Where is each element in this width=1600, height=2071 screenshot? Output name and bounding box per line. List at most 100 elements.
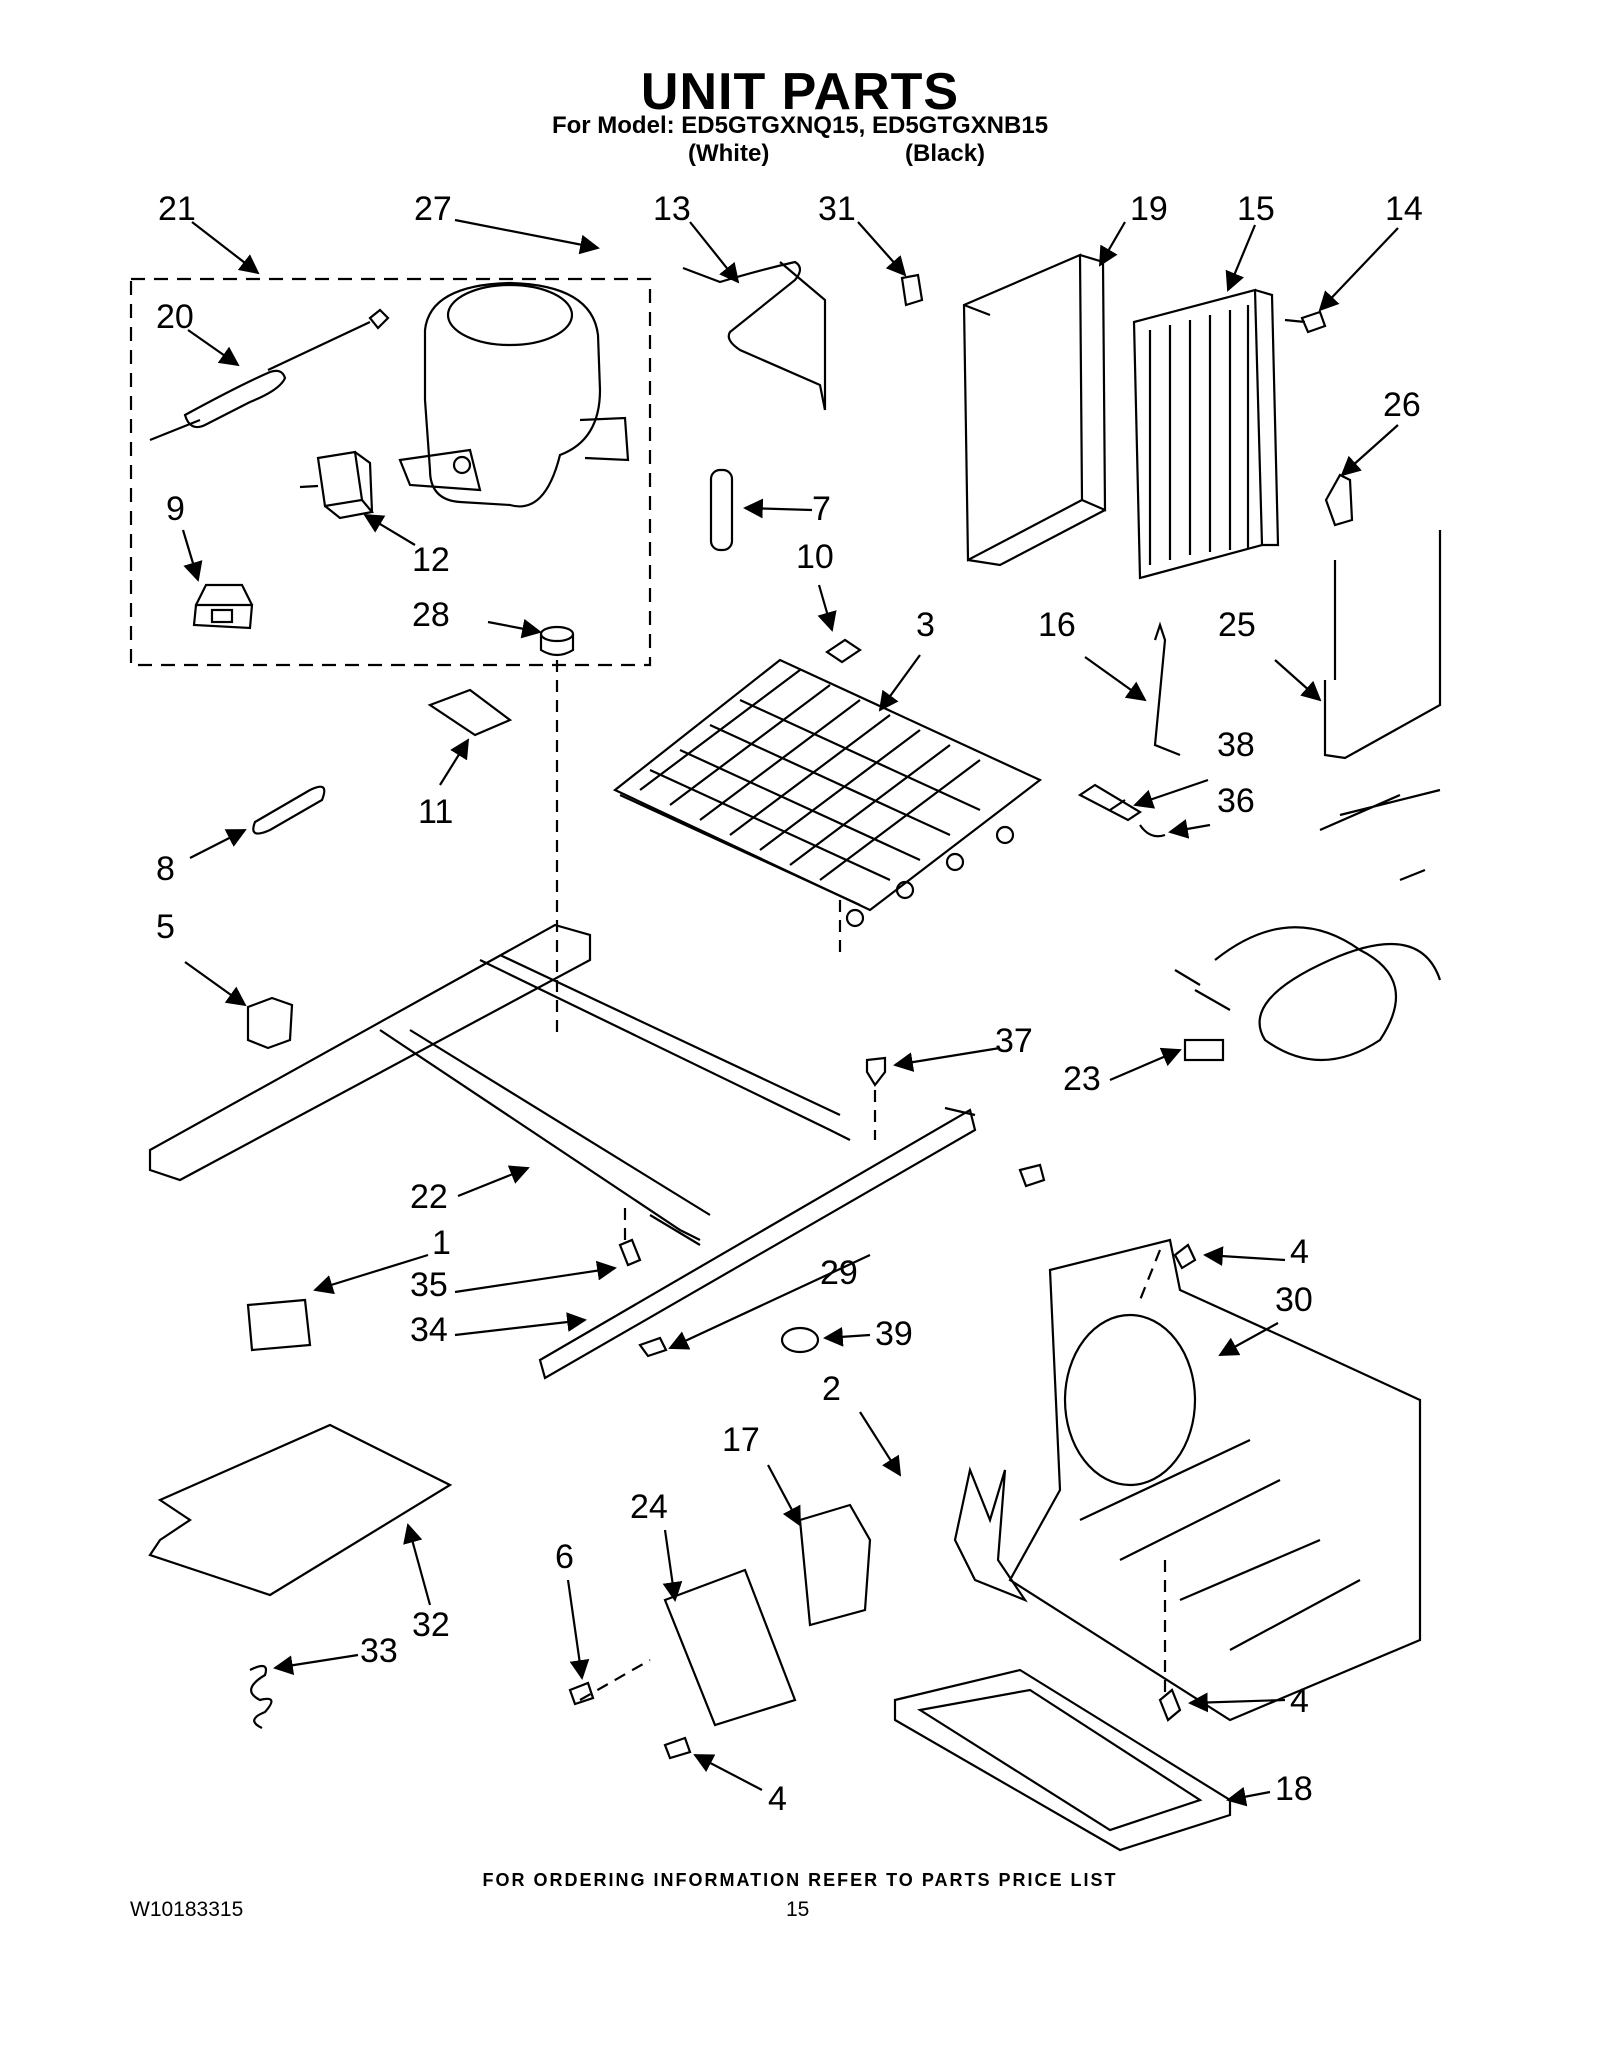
callout-12: 12	[412, 541, 450, 579]
leader-24	[662, 1529, 683, 1602]
screw-4-mid	[1158, 1688, 1182, 1722]
callout-4-mid: 4	[1290, 1682, 1309, 1720]
page-number: 15	[786, 1898, 810, 1921]
leader-4b	[1188, 1692, 1286, 1713]
leader-34	[454, 1312, 587, 1337]
callout-18: 18	[1275, 1770, 1313, 1808]
callout-16: 16	[1038, 606, 1076, 644]
leader-10	[817, 584, 837, 632]
leader-39	[823, 1326, 871, 1347]
tube-25	[1323, 530, 1442, 760]
callout-8: 8	[156, 850, 175, 888]
callout-28: 28	[412, 596, 450, 634]
callout-22: 22	[410, 1178, 448, 1216]
variant-black: (Black)	[905, 140, 986, 167]
leader-33	[273, 1653, 359, 1676]
callout-17: 17	[722, 1421, 760, 1459]
callout-30: 30	[1275, 1281, 1313, 1319]
callout-3: 3	[916, 606, 935, 644]
screw-6	[568, 1681, 595, 1706]
callout-1: 1	[432, 1224, 451, 1262]
drier-7	[709, 468, 734, 552]
leader-17	[767, 1464, 801, 1527]
clip-11	[427, 688, 513, 737]
grommet-28	[539, 625, 575, 657]
leader-28	[487, 618, 542, 639]
overload-9	[192, 583, 254, 630]
callout-9: 9	[166, 490, 185, 528]
callout-6: 6	[555, 1538, 574, 1576]
screw-14	[1284, 310, 1327, 334]
leader-9	[181, 529, 203, 582]
screw-29b	[1018, 1163, 1046, 1188]
bracket-38	[1077, 783, 1143, 822]
evaporator-coil-3	[612, 658, 1043, 928]
callout-26: 26	[1383, 386, 1421, 424]
compressor-group-box	[129, 277, 652, 667]
callout-25: 25	[1218, 606, 1256, 644]
callout-35: 35	[410, 1266, 448, 1304]
spring-33	[249, 1664, 273, 1729]
leader-18	[1226, 1786, 1271, 1807]
leader-2	[859, 1411, 902, 1477]
ordering-note: FOR ORDERING INFORMATION REFER TO PARTS …	[482, 1870, 1118, 1890]
leader-6	[566, 1579, 590, 1680]
cross-rail-34	[538, 1106, 977, 1380]
screw-29	[638, 1336, 668, 1358]
callout-4-low: 4	[768, 1780, 787, 1818]
leader-37	[893, 1046, 1001, 1072]
callout-23: 23	[1063, 1060, 1101, 1098]
leader-23	[1109, 1047, 1182, 1082]
leader-11	[439, 738, 470, 786]
leader-22	[457, 1165, 530, 1198]
leader-3	[878, 654, 921, 712]
leader-13	[689, 221, 740, 284]
callout-39: 39	[875, 1315, 913, 1353]
clip-5	[246, 996, 294, 1050]
rod-16	[1153, 621, 1181, 757]
leader-21	[191, 221, 260, 275]
pad-1	[246, 1298, 312, 1352]
callout-19: 19	[1130, 190, 1168, 228]
base-plate-32	[148, 1423, 453, 1597]
callout-10: 10	[796, 538, 834, 576]
callout-31: 31	[818, 190, 856, 228]
callout-20: 20	[156, 298, 194, 336]
leader-19	[1099, 221, 1126, 267]
variant-white: (White)	[688, 140, 770, 167]
clip-26	[1324, 473, 1354, 527]
callout-2: 2	[822, 1370, 841, 1408]
callout-32: 32	[412, 1606, 450, 1644]
page-title: UNIT PARTS	[640, 63, 960, 121]
leader-4a	[1203, 1246, 1286, 1266]
leader-29	[668, 1254, 871, 1350]
callout-37: 37	[995, 1022, 1033, 1060]
wire-harness-23	[1174, 788, 1442, 1062]
alignment-lines	[555, 660, 1167, 1701]
leader-32	[403, 1523, 432, 1606]
callout-11: 11	[418, 793, 454, 831]
callout-5: 5	[156, 908, 175, 946]
callout-21: 21	[158, 190, 196, 228]
leader-14	[1318, 227, 1399, 312]
drain-pan-18	[893, 1668, 1232, 1852]
start-relay-12	[299, 450, 375, 520]
callout-14: 14	[1385, 190, 1423, 228]
model-line: For Model: ED5GTGXNQ15, ED5GTGXNB15	[551, 112, 1049, 139]
callout-34: 34	[410, 1311, 448, 1349]
clip-10	[825, 638, 862, 664]
callout-29: 29	[820, 1254, 858, 1292]
callout-4-top: 4	[1290, 1233, 1309, 1271]
spring-36	[1139, 824, 1166, 838]
leader-35	[454, 1260, 617, 1294]
leader-15	[1225, 224, 1257, 292]
leader-4c	[693, 1754, 763, 1791]
callout-27: 27	[414, 190, 452, 228]
compressor	[398, 281, 630, 508]
callout-38: 38	[1217, 726, 1255, 764]
fan-motor-17	[798, 1503, 872, 1627]
document-number: W10183315	[130, 1898, 244, 1921]
leader-27	[454, 218, 600, 255]
callout-15: 15	[1237, 190, 1275, 228]
